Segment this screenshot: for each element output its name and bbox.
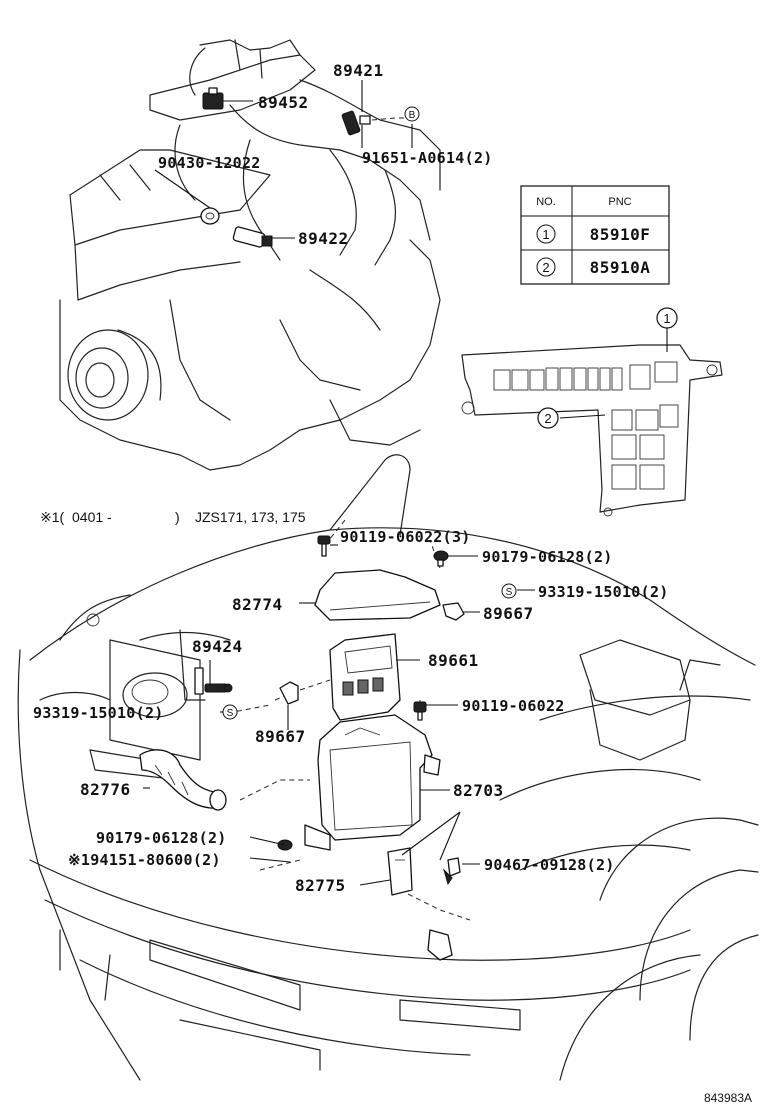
callout-90467: 90467-09128(2): [484, 856, 615, 874]
marker-1: 1: [656, 307, 678, 329]
clip-194151-icon: [427, 929, 453, 961]
callout-91651: 91651-A0614(2): [362, 149, 493, 167]
callout-89667a: 89667: [483, 604, 534, 623]
bolt-90119a-icon: [317, 535, 331, 557]
callout-93319a: 93319-15010(2): [538, 583, 669, 601]
vehicle-illustration: [17, 454, 759, 1081]
table-row: 1 85910F: [536, 224, 651, 244]
callout-82775: 82775: [295, 876, 346, 895]
callout-93319b: 93319-15010(2): [33, 704, 164, 722]
callout-89424: 89424: [192, 637, 243, 656]
callout-89667b: 89667: [255, 727, 306, 746]
nut-90179a-icon: [433, 550, 449, 567]
svg-text:S: S: [506, 587, 513, 598]
table-row: 2 85910A: [536, 257, 651, 277]
bracket-89667b-icon: [279, 681, 299, 705]
bracket-89667a-icon: [442, 602, 465, 621]
engine-illustration: [59, 39, 441, 471]
table-header-no: NO.: [536, 196, 556, 208]
table-header-pnc: PNC: [608, 196, 631, 208]
callout-90119a: 90119-06022(3): [340, 528, 471, 546]
sensor-89421-icon: [341, 110, 371, 136]
relay-block-illustration: [461, 344, 723, 517]
callout-82774: 82774: [232, 595, 283, 614]
marker-2: 2: [537, 407, 559, 429]
table-cell-no: 2: [542, 260, 549, 275]
callout-90430: 90430-12022: [158, 154, 261, 172]
note-start: 0401 -: [72, 509, 112, 525]
callout-90119b: 90119-06022: [462, 697, 565, 715]
callout-89452: 89452: [258, 93, 309, 112]
callout-194151: ※194151-80600(2): [68, 851, 221, 869]
applicability-note: ※1( 0401 - ) JZS171, 173, 175: [40, 509, 306, 525]
note-prefix: ※1(: [40, 509, 65, 525]
ecu-89661: [329, 633, 401, 721]
sensor-89422-icon: [232, 226, 273, 248]
marker-s-upper: S: [501, 583, 517, 599]
illustration-id: 843983A: [704, 1091, 752, 1105]
note-end: ): [175, 509, 180, 525]
svg-text:S: S: [227, 708, 234, 719]
callout-82703: 82703: [453, 781, 504, 800]
ecu-bracket-82703: [304, 714, 441, 851]
svg-text:1: 1: [663, 311, 670, 326]
table-cell-no: 1: [542, 227, 549, 242]
note-models: JZS171, 173, 175: [195, 509, 306, 525]
sensor-89424-icon: [194, 667, 233, 695]
svg-text:B: B: [409, 110, 416, 121]
ecu-cover-82774: [314, 569, 441, 621]
callout-89661: 89661: [428, 651, 479, 670]
callout-90179a: 90179-06128(2): [482, 548, 613, 566]
stay-82775: [387, 847, 413, 896]
leader-lines: [143, 80, 668, 886]
marker-s-lower: S: [222, 704, 238, 720]
table-cell-pnc: 85910F: [590, 225, 651, 244]
bolt-90119b-icon: [413, 701, 427, 721]
callout-90179b: 90179-06128(2): [96, 829, 227, 847]
clip-90467-icon: [442, 857, 461, 886]
callout-89421: 89421: [333, 61, 384, 80]
pnc-table: NO. PNC 1 85910F 2 85910A: [520, 185, 670, 285]
callout-89422: 89422: [298, 229, 349, 248]
marker-b: B: [404, 106, 420, 122]
washer-90430-icon: [200, 207, 220, 225]
hose-82776: [139, 749, 227, 811]
callout-82776: 82776: [80, 780, 131, 799]
svg-text:2: 2: [544, 411, 551, 426]
table-cell-pnc: 85910A: [590, 258, 651, 277]
sensor-89452-icon: [202, 87, 224, 110]
